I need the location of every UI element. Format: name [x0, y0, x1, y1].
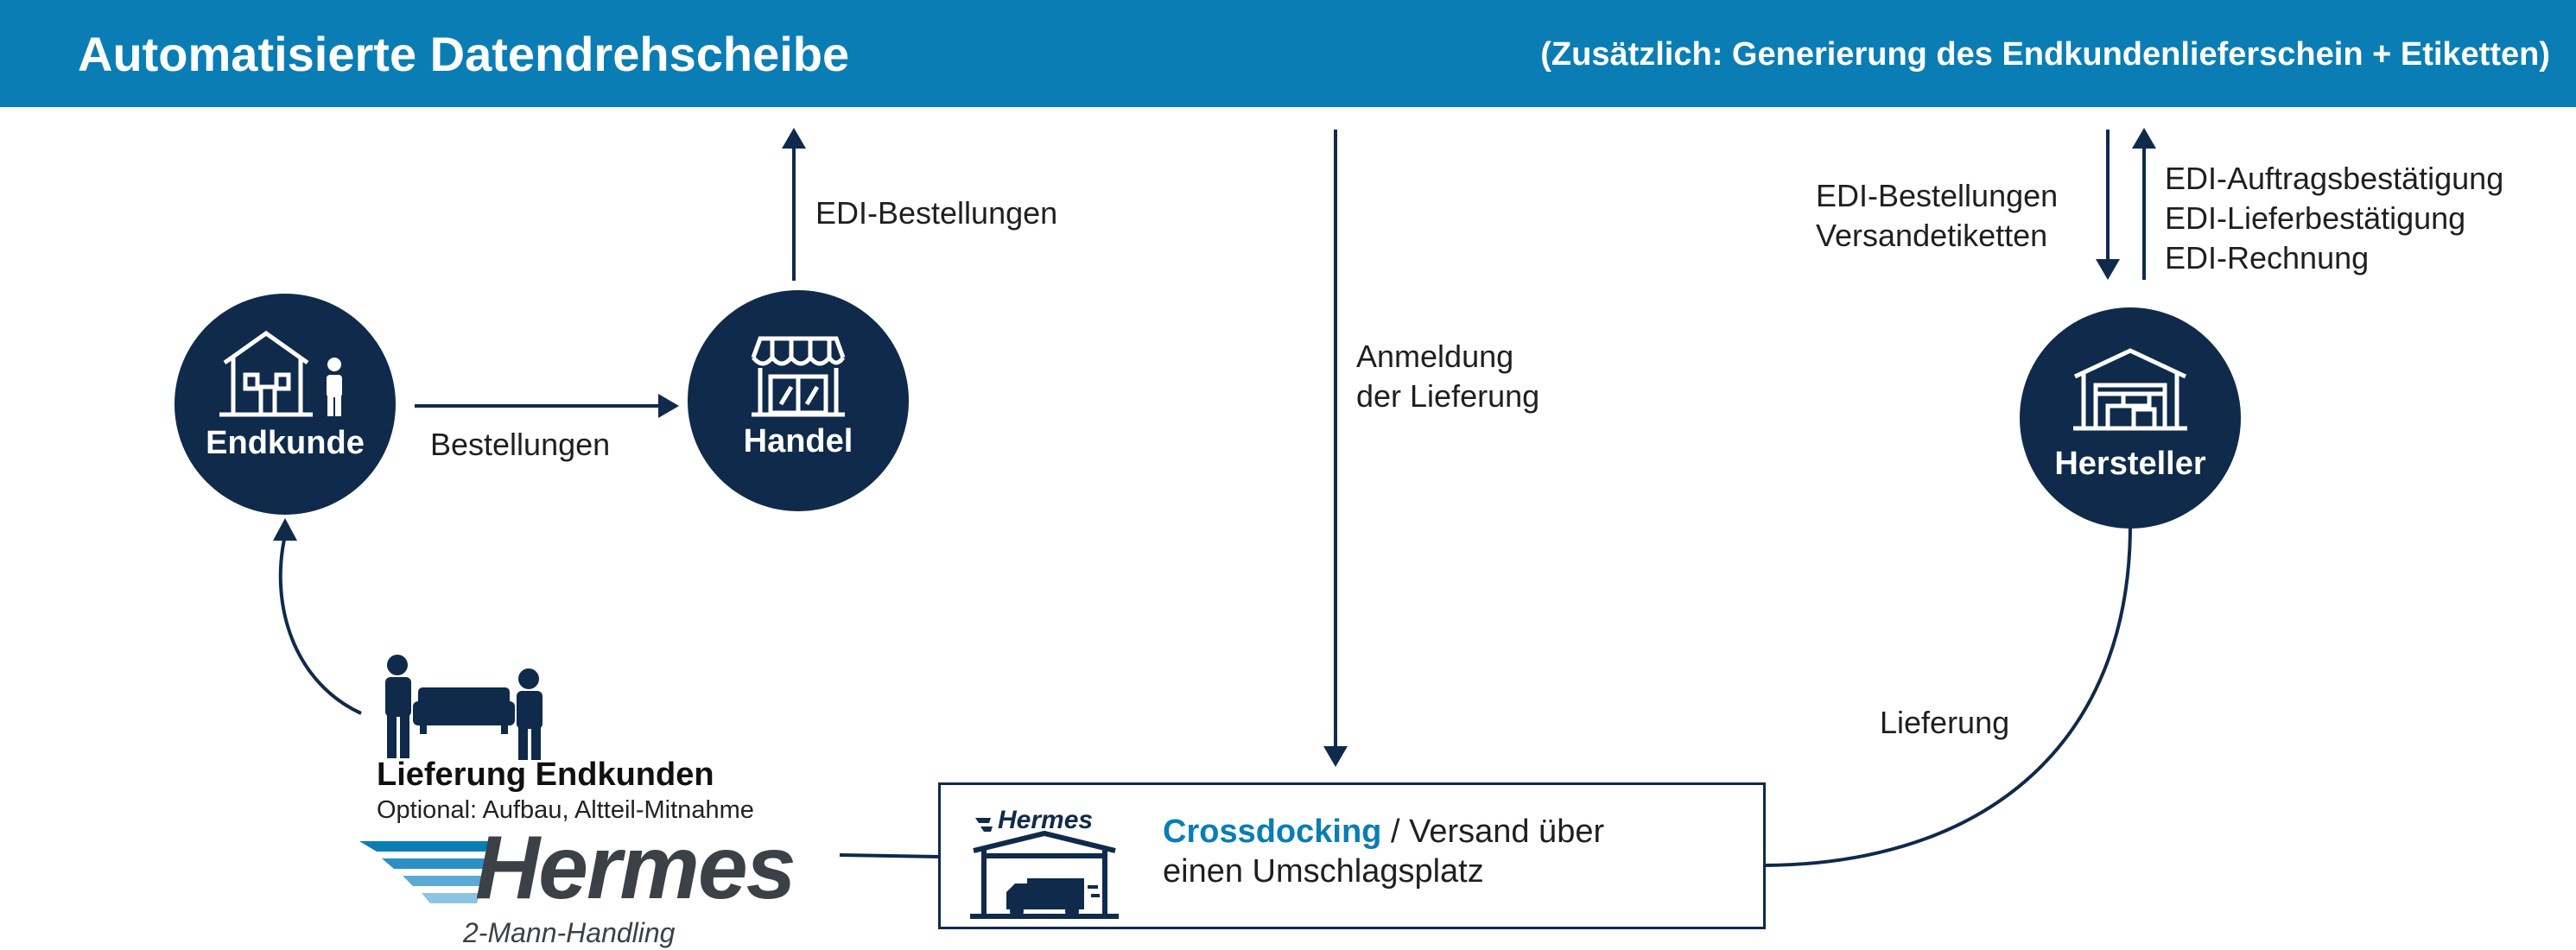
hermes-logo-text: Hermes — [475, 818, 796, 918]
crossdocking-highlight: Crossdocking — [1163, 814, 1382, 850]
arrowhead-to-hersteller — [2096, 259, 2120, 280]
label-from-hersteller-line1: EDI-Auftragsbestätigung — [2165, 161, 2504, 196]
crossdocking-line1: Crossdocking / Versand über — [1163, 812, 1604, 852]
crossdocking-rest: / Versand über — [1381, 814, 1605, 850]
arrowhead-handel-up — [782, 128, 806, 149]
label-to-hersteller: EDI-Bestellungen Versandetiketten — [1816, 176, 2058, 256]
label-from-hersteller-line3: EDI-Rechnung — [2165, 240, 2370, 276]
node-endkunde: Endkunde — [174, 294, 396, 515]
storefront-icon — [751, 336, 846, 417]
delivery-optional: Optional: Aufbau, Altteil-Mitnahme — [377, 796, 754, 824]
page-title: Automatisierte Datendrehscheibe — [78, 27, 850, 81]
crossdocking-text: Crossdocking / Versand über einen Umschl… — [1163, 812, 1604, 891]
label-from-hersteller-line2: EDI-Lieferbestätigung — [2165, 200, 2466, 236]
hermes-speed-lines-icon — [359, 841, 489, 903]
header-bar: Automatisierte Datendrehscheibe (Zusätzl… — [0, 0, 2576, 107]
handel-label: Handel — [743, 423, 853, 459]
label-to-hersteller-line1: EDI-Bestellungen — [1816, 178, 2059, 213]
arrowhead-from-hersteller — [2132, 128, 2156, 149]
node-hersteller: Hersteller — [2020, 307, 2241, 529]
label-lieferung: Lieferung — [1880, 705, 2010, 740]
arrowhead-handel — [658, 394, 679, 418]
label-edi-bestellungen-handel: EDI-Bestellungen — [815, 195, 1058, 231]
curve-to-endkunde — [278, 535, 362, 715]
arrowhead-anmeldung — [1323, 746, 1348, 767]
label-from-hersteller: EDI-Auftragsbestätigung EDI-Lieferbestät… — [2165, 159, 2503, 278]
delivery-title: Lieferung Endkunden — [377, 757, 714, 793]
label-bestellungen: Bestellungen — [430, 427, 611, 462]
hermes-subline: 2-Mann-Handling — [463, 917, 676, 948]
crossdocking-line2: einen Umschlagsplatz — [1163, 853, 1484, 890]
line-hermes-to-box — [839, 853, 939, 858]
label-anmeldung: Anmeldung der Lieferung — [1356, 337, 1539, 416]
curve-lieferung — [1765, 524, 2132, 867]
two-people-carrying-sofa-icon — [385, 655, 542, 760]
page-subtitle: (Zusätzlich: Generierung des Endkundenli… — [1540, 36, 2550, 73]
label-to-hersteller-line2: Versandetiketten — [1816, 218, 2048, 253]
node-handel: Handel — [688, 290, 909, 511]
hermes-logo: Hermes — [359, 818, 826, 918]
house-with-person-icon — [219, 330, 342, 417]
label-anmeldung-line1: Anmeldung — [1356, 339, 1514, 374]
arrowhead-endkunde — [273, 518, 297, 541]
hersteller-label: Hersteller — [2054, 446, 2206, 482]
warehouse-icon — [2073, 348, 2187, 431]
warehouse-truck-icon: Hermes — [970, 806, 1119, 919]
small-hermes-text: Hermes — [998, 806, 1093, 834]
endkunde-label: Endkunde — [206, 425, 365, 461]
label-anmeldung-line2: der Lieferung — [1356, 378, 1540, 414]
crossdocking-box: Hermes — [938, 782, 1766, 929]
